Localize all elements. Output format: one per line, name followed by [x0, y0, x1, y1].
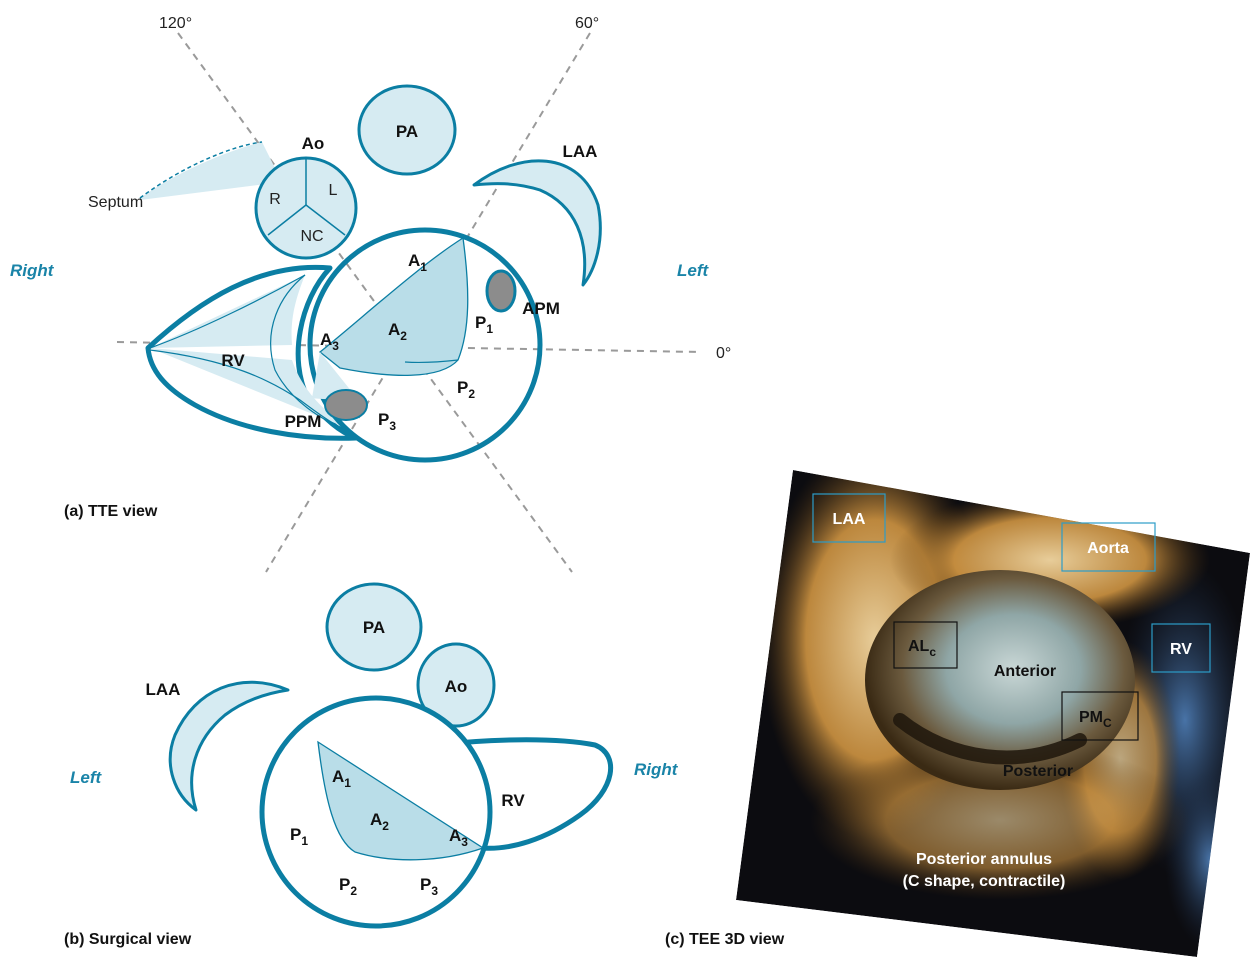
- ao-label: Ao: [302, 134, 325, 153]
- p1-label: P1: [475, 313, 493, 336]
- cusp-l-label: L: [329, 182, 338, 199]
- laa-label-surgical: LAA: [146, 680, 181, 699]
- aorta-label-tee: Aorta: [1087, 540, 1129, 557]
- pa-label-surgical: PA: [363, 618, 385, 637]
- p2-label: P2: [457, 378, 475, 401]
- tee-caption: (c) TEE 3D view: [665, 931, 785, 948]
- ppm-muscle: [325, 390, 367, 420]
- ao-label-surgical: Ao: [445, 677, 468, 696]
- anterior-label-tee: Anterior: [994, 663, 1056, 680]
- cusp-r-label: R: [269, 191, 281, 208]
- rv-label-surgical: RV: [501, 791, 525, 810]
- septum-label: Septum: [88, 194, 143, 211]
- tte-caption: (a) TTE view: [64, 503, 158, 520]
- rv-label-tee: RV: [1170, 641, 1192, 658]
- p3-label: P3: [378, 410, 396, 433]
- right-side-label-surgical: Right: [634, 760, 679, 779]
- right-side-label: Right: [10, 261, 55, 280]
- angle-0-label: 0°: [716, 345, 731, 362]
- apm-label: APM: [522, 299, 560, 318]
- cusp-nc-label: NC: [300, 228, 323, 245]
- laa-appendage: [474, 161, 600, 285]
- annulus-label-line1: Posterior annulus: [916, 851, 1052, 868]
- ppm-label: PPM: [285, 412, 322, 431]
- angle-120-label: 120°: [159, 15, 192, 32]
- laa-label-tee: LAA: [833, 511, 866, 528]
- pa-label: PA: [396, 122, 418, 141]
- angle-60-label: 60°: [575, 15, 599, 32]
- left-side-label: Left: [677, 261, 710, 280]
- posterior-label-tee: Posterior: [1003, 763, 1073, 780]
- tee-3d-view: LAA Aorta RV ALc PMC Anterior Posterior …: [665, 440, 1252, 957]
- apm-muscle: [487, 271, 515, 311]
- rv-label: RV: [221, 351, 245, 370]
- left-side-label-surgical: Left: [70, 768, 103, 787]
- laa-label: LAA: [563, 142, 598, 161]
- surgical-caption: (b) Surgical view: [64, 931, 192, 948]
- surgical-view: PA Ao LAA Left Right RV A1 A2 A3 P1 P2 P…: [64, 584, 679, 948]
- tte-view: 120° 60° 0° Septum PA Ao R L NC LAA Righ…: [10, 15, 731, 572]
- annulus-label-line2: (C shape, contractile): [903, 873, 1066, 890]
